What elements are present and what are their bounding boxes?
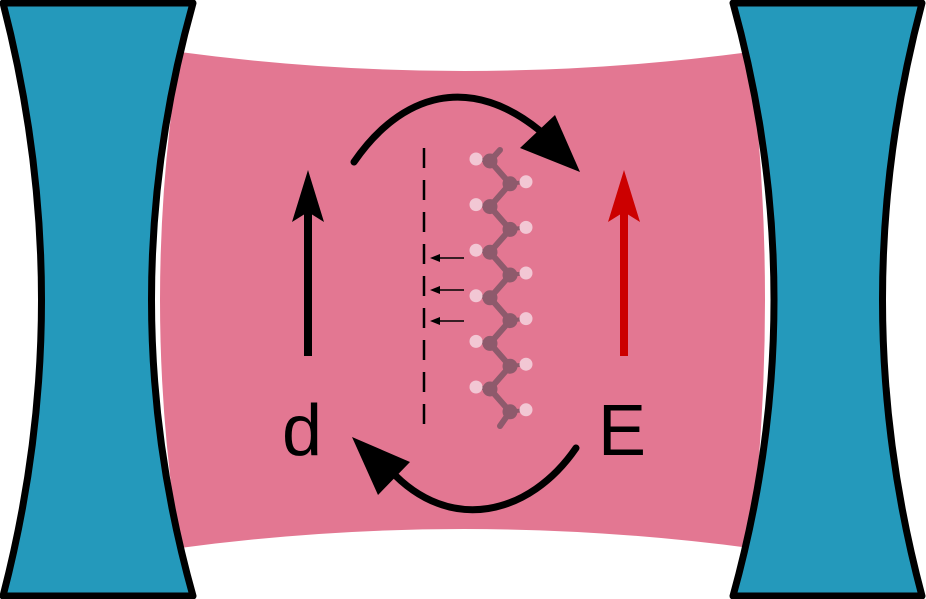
field-arrow [608, 170, 640, 356]
hydrogen-atom [519, 220, 533, 234]
hydrogen-atom [469, 198, 483, 212]
hydrogen-atom [519, 357, 533, 371]
carbon-atom [502, 221, 518, 237]
cavity-field [160, 52, 765, 548]
carbon-atom [482, 153, 498, 169]
image-charge-arrows [430, 254, 464, 325]
carbon-atom [502, 358, 518, 374]
image-charge-arrow-head [430, 254, 440, 262]
dipole-label: d [282, 391, 322, 471]
carbon-atom [502, 267, 518, 283]
carbon-atom [482, 381, 498, 397]
hydrogen-atom [519, 266, 533, 280]
hydrogen-atom [519, 312, 533, 326]
field-label: E [598, 391, 646, 471]
left-mirror [0, 0, 197, 599]
cycle-arrow-bottom [352, 437, 580, 514]
hydrogen-atom [469, 380, 483, 394]
right-mirror [729, 0, 926, 599]
carbon-atom [482, 335, 498, 351]
image-charge-arrow-head [430, 286, 440, 294]
carbon-atom [502, 313, 518, 329]
cycle-arrow-top [350, 93, 580, 172]
hydrogen-atom [469, 334, 483, 348]
carbon-atom [502, 176, 518, 192]
carbon-atom [482, 290, 498, 306]
hydrogen-atom [469, 243, 483, 257]
image-charge-arrow-head [430, 317, 440, 325]
carbon-atom [482, 199, 498, 215]
hydrogen-atom [469, 289, 483, 303]
carbon-atom [482, 244, 498, 260]
carbon-atom [502, 404, 518, 420]
polyene-molecule [469, 147, 533, 429]
hydrogen-atom [519, 175, 533, 189]
hydrogen-atom [519, 403, 533, 417]
dipole-arrow [292, 170, 324, 356]
hydrogen-atom [469, 152, 483, 166]
